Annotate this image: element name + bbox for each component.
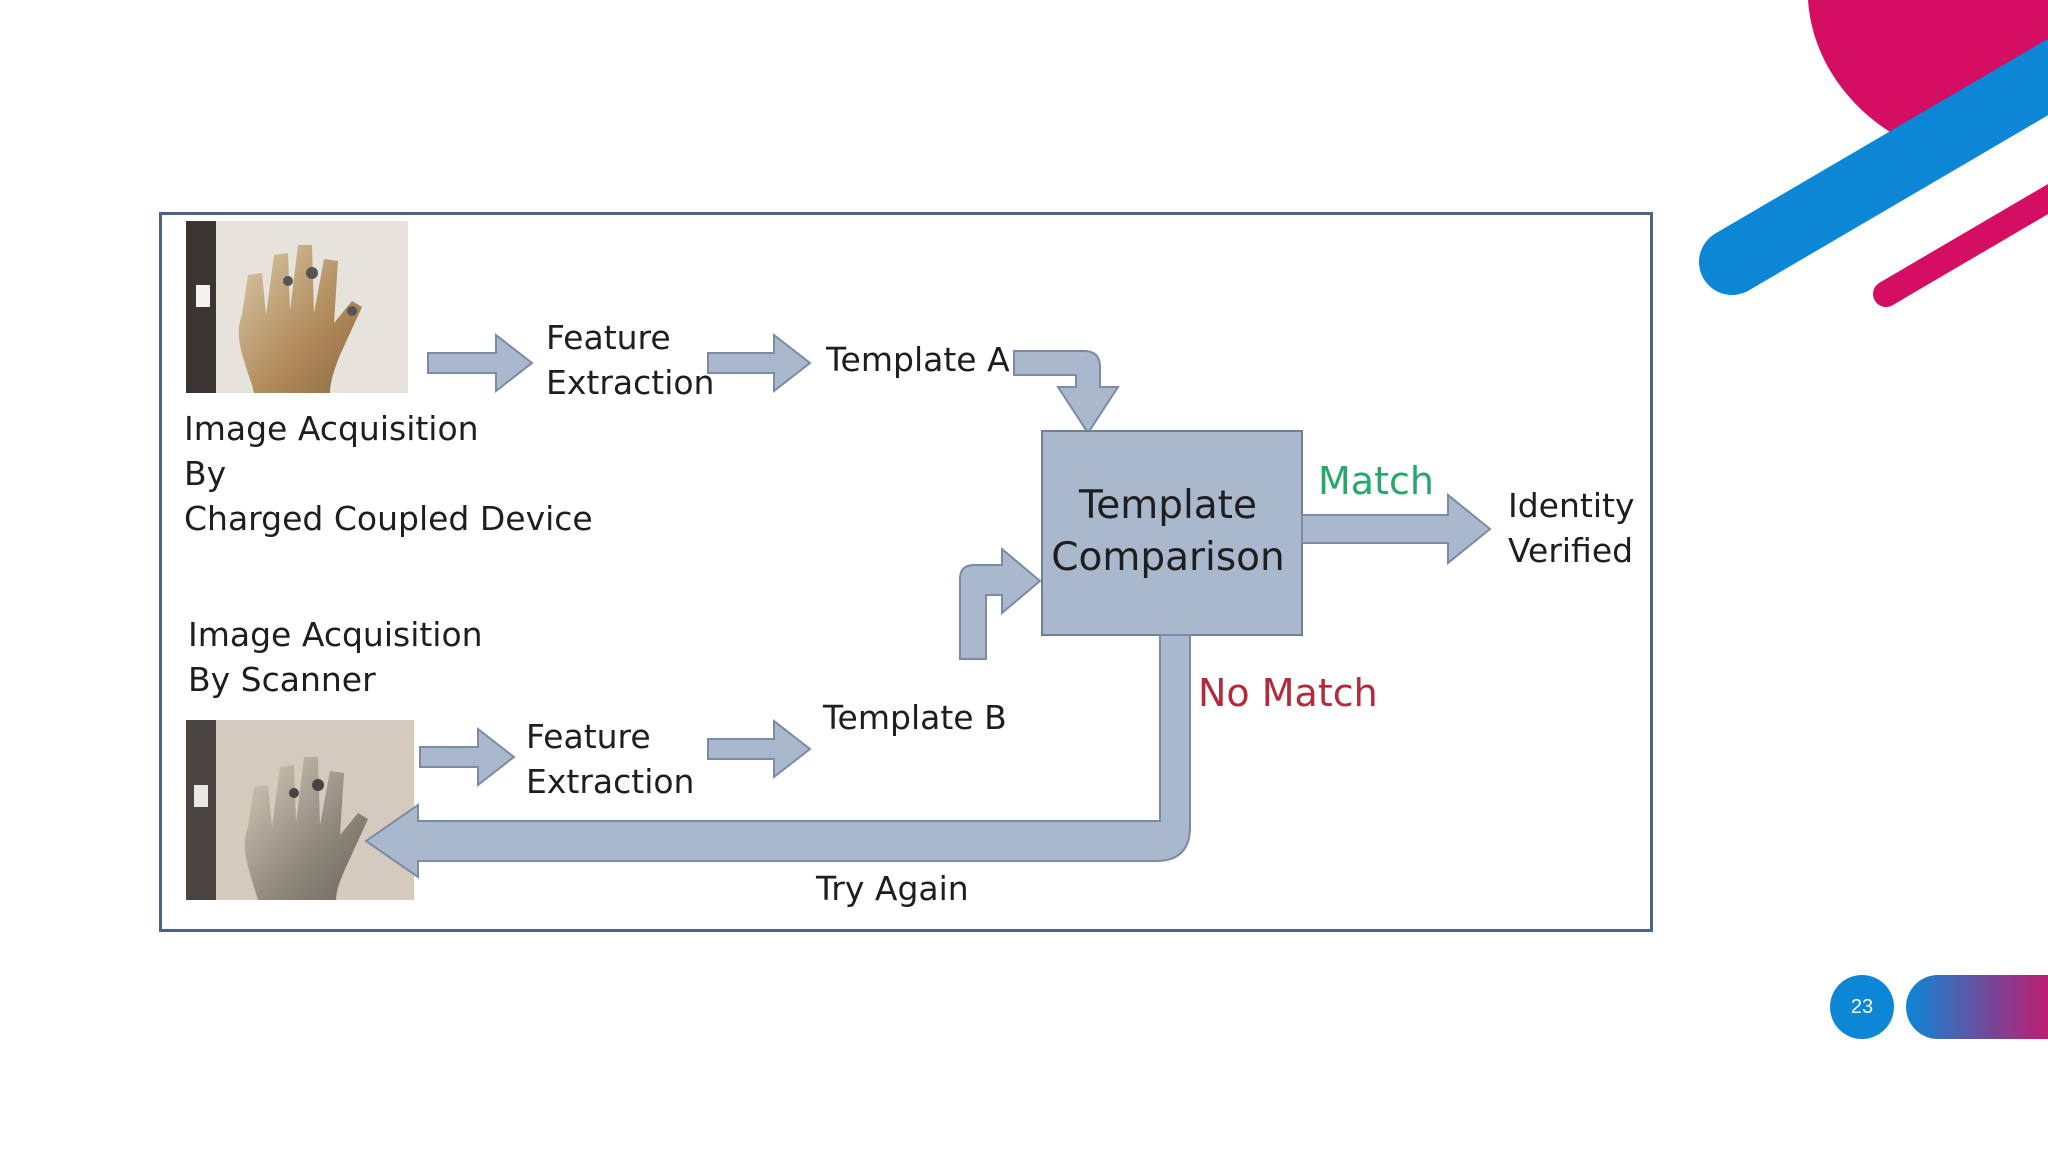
feature-extraction-bottom-line-2: Extraction (526, 762, 695, 801)
acquisition-scanner-line-2: By Scanner (188, 660, 376, 699)
acquisition-scanner-line-1: Image Acquisition (188, 615, 483, 654)
feature-extraction-bottom-line-1: Feature (526, 717, 651, 756)
identity-verified-line-2: Verified (1508, 531, 1634, 570)
blue-stripe-shape (1699, 39, 2048, 295)
match-label: Match (1318, 459, 1434, 503)
arrow-scanner-to-feature (419, 726, 516, 788)
comparison-line-1: Template (1079, 483, 1257, 528)
identity-verified-line-1: Identity (1508, 486, 1635, 525)
template-b-label: Template B (823, 698, 1007, 737)
template-comparison-box (1041, 430, 1303, 636)
acquisition-ccd-line-3: Charged Coupled Device (184, 499, 593, 538)
arrow-match-to-verified (1301, 492, 1492, 566)
no-match-label: No Match (1198, 671, 1378, 715)
arrow-ccd-to-feature (427, 332, 534, 394)
footer-gradient-bar (1906, 975, 2048, 1039)
diagram-frame: Image Acquisition By Charged Coupled Dev… (159, 212, 1653, 932)
hand-photo-scanner (186, 720, 414, 900)
template-a-label: Template A (826, 340, 1010, 379)
acquisition-ccd-line-2: By (184, 454, 227, 493)
arrow-feature-to-template-b (707, 718, 812, 780)
arrow-feature-to-template-a (707, 332, 812, 394)
arrow-template-a-to-comparison (1013, 350, 1120, 435)
hand-photo-ccd (186, 221, 408, 393)
flow-arrows (186, 221, 1492, 900)
template-comparison-label: Template Comparison (1038, 480, 1298, 584)
acquisition-ccd-line-1: Image Acquisition (184, 409, 479, 448)
try-again-label: Try Again (816, 869, 969, 908)
feature-extraction-top-line-1: Feature (546, 318, 671, 357)
arrow-no-match-try-again (364, 634, 1191, 879)
feature-extraction-top-line-2: Extraction (546, 363, 715, 402)
magenta-semicircle-shape (1808, 0, 2048, 138)
arrow-template-b-to-comparison (959, 546, 1042, 660)
comparison-line-2: Comparison (1051, 535, 1285, 580)
magenta-stripe-shape (1873, 183, 2048, 307)
page-number-badge: 23 (1830, 975, 1894, 1039)
